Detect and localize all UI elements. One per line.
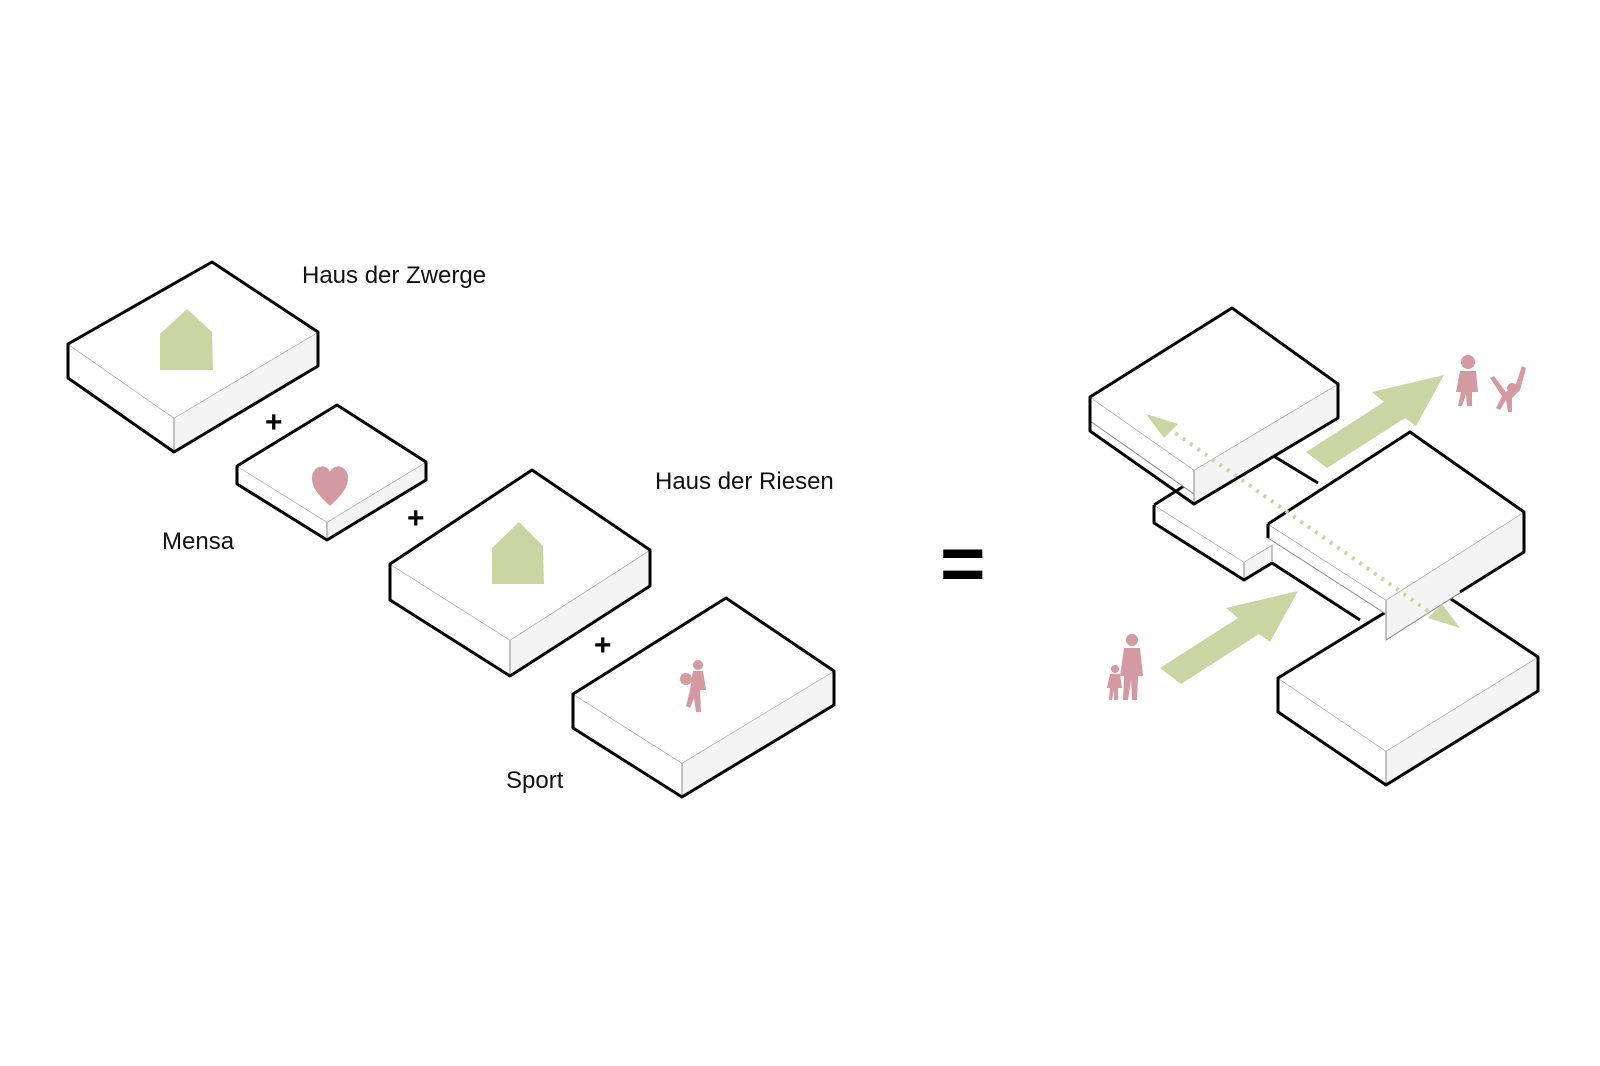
block-haus-zwerge xyxy=(66,260,320,454)
block-combined-main xyxy=(1266,430,1526,641)
label-haus-riesen: Haus der Riesen xyxy=(655,468,834,495)
children-playing-icon xyxy=(1456,355,1526,412)
block-haus-riesen xyxy=(388,468,652,678)
plus-operator: + xyxy=(407,502,425,535)
house-icon xyxy=(160,309,213,370)
label-sport: Sport xyxy=(506,767,564,794)
block-mensa xyxy=(235,403,428,542)
block-sport xyxy=(571,596,836,799)
label-mensa: Mensa xyxy=(162,528,235,555)
combined-composition xyxy=(1088,306,1540,787)
block-combined-bottom xyxy=(1276,583,1540,787)
dotted-path-arrow xyxy=(1146,414,1460,628)
arrow-icon xyxy=(1160,591,1298,684)
plus-operator: + xyxy=(594,629,612,662)
heart-icon xyxy=(312,466,348,506)
equals-operator: = xyxy=(940,519,986,607)
child-ball-icon xyxy=(680,660,706,712)
arrow-icon xyxy=(1306,375,1444,468)
label-haus-zwerge: Haus der Zwerge xyxy=(302,262,487,289)
house-icon xyxy=(492,522,544,584)
block-combined-top xyxy=(1088,306,1340,506)
adult-child-icon xyxy=(1107,634,1143,700)
plus-operator: + xyxy=(265,406,283,439)
